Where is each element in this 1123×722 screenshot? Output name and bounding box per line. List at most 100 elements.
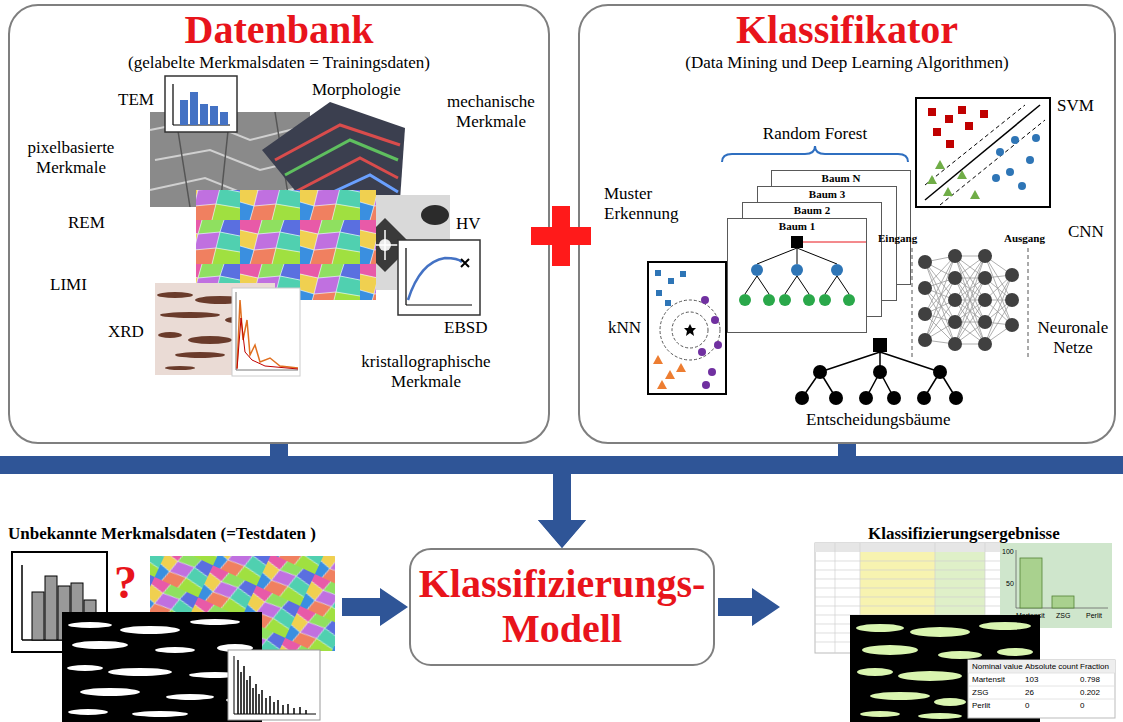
axis-label: 50 [1006, 580, 1014, 587]
table-cell: Fraction [1080, 663, 1109, 672]
svm-plot [943, 187, 953, 196]
svm-plot [1026, 156, 1034, 164]
result-binary-image [910, 627, 970, 637]
decision-tree [795, 391, 809, 405]
neural-network [1005, 318, 1019, 332]
plus-sign [552, 206, 570, 266]
neural-network [948, 249, 962, 263]
result-binary-image [860, 711, 900, 717]
algorithm-label: CNN [1068, 222, 1104, 242]
histogram-icon [220, 112, 228, 125]
result-binary-image [898, 671, 962, 681]
result-binary-image [856, 624, 904, 632]
svm-plot [935, 160, 945, 169]
result-binary-image [979, 622, 1031, 630]
tree-in-card [791, 264, 803, 276]
section-heading: Klassifizierungsergebnisse [868, 524, 1060, 544]
stress-strain-icon [408, 258, 462, 300]
table-cell: ZSG [972, 689, 988, 698]
svm-plot [992, 134, 1040, 190]
table-cell: 0 [1025, 702, 1029, 711]
tree-name: Baum N [779, 172, 903, 185]
test-graph [238, 660, 306, 714]
feature-label: Morphologie [312, 80, 401, 100]
method-label: HV [456, 214, 481, 234]
algorithm-label: kNN [608, 318, 641, 338]
forest-bracket [722, 146, 908, 162]
plus-sign [531, 206, 591, 266]
histogram-icon [210, 106, 218, 125]
result-binary-image [938, 651, 982, 659]
knn-plot [665, 370, 675, 379]
xrd-plot [236, 292, 298, 370]
xrd-plot [232, 288, 300, 376]
test-histogram [32, 592, 44, 640]
method-label: EBSD [444, 318, 487, 338]
neural-network [918, 333, 932, 347]
svm-plot [928, 106, 988, 148]
layer-label: Ausgang [1004, 232, 1045, 245]
knn-plot [657, 380, 667, 389]
histogram-icon [200, 104, 208, 125]
feature-label: pixelbasierte Merkmale [16, 138, 126, 177]
test-binary-image [80, 688, 140, 696]
knn-plot [672, 312, 708, 348]
test-graph [228, 650, 320, 720]
result-table [815, 543, 1005, 552]
table-cell: 0 [1080, 702, 1084, 711]
table-cell: Absolute count [1025, 663, 1078, 672]
algorithm-label: SVM [1057, 96, 1094, 116]
flow-arrow [538, 444, 847, 548]
tree-in-card [739, 236, 866, 306]
tree-in-card [779, 294, 791, 306]
svm-plot [925, 105, 1040, 200]
svm-plot [1011, 136, 1019, 144]
neural-network [912, 248, 1028, 360]
decision-tree [873, 365, 887, 379]
algorithm-label: Entscheidungsbäume [806, 410, 950, 430]
histogram-icon [180, 100, 188, 125]
algorithm-label: Muster Erkennung [604, 184, 722, 223]
model-title: Klassifizierungs- Modell [419, 562, 706, 652]
knn-plot [653, 355, 686, 389]
test-binary-image [67, 665, 103, 671]
svm-plot [965, 122, 973, 130]
hardness-image [421, 205, 449, 225]
table-cell: Nominal value [972, 663, 1023, 672]
xrd-plot [237, 300, 298, 368]
svm-plot [916, 98, 1050, 207]
result-bar-chart [1000, 543, 1112, 628]
knn-plot [702, 381, 710, 389]
svm-plot [980, 110, 988, 118]
decision-tree [795, 365, 963, 405]
neural-network [918, 249, 1019, 351]
svm-plot [928, 108, 936, 116]
knn-plot [698, 348, 706, 356]
neural-network [925, 256, 1012, 344]
panel-box: Klassifikator(Data Mining und Deep Learn… [578, 4, 1116, 444]
neural-network [948, 315, 962, 329]
knn-plot [680, 271, 686, 277]
flow-line [562, 444, 847, 522]
test-binary-image [155, 647, 195, 653]
axis-label: Martensit [1016, 612, 1045, 619]
layer-label: Eingang [878, 232, 917, 245]
knn-plot [648, 262, 726, 394]
result-binary-image [862, 645, 918, 655]
decision-tree [873, 338, 887, 352]
tree-in-card [739, 294, 855, 306]
table-cell: Perlit [972, 702, 990, 711]
knn-plot [653, 355, 663, 364]
result-binary-image [870, 692, 930, 700]
block-arrow [342, 588, 408, 626]
panel-subtitle: (gelabelte Merkmalsdaten = Trainingsdate… [10, 53, 548, 73]
algorithm-label: Neuronale Netze [1032, 318, 1114, 357]
tree-name: Baum 2 [750, 204, 874, 217]
neural-network [918, 281, 932, 295]
decision-tree [813, 365, 827, 379]
knn-plot [684, 324, 696, 336]
tree-in-card [819, 294, 831, 306]
table-cell: 103 [1025, 676, 1038, 685]
arrow-head [538, 520, 586, 548]
test-histogram [45, 576, 57, 640]
